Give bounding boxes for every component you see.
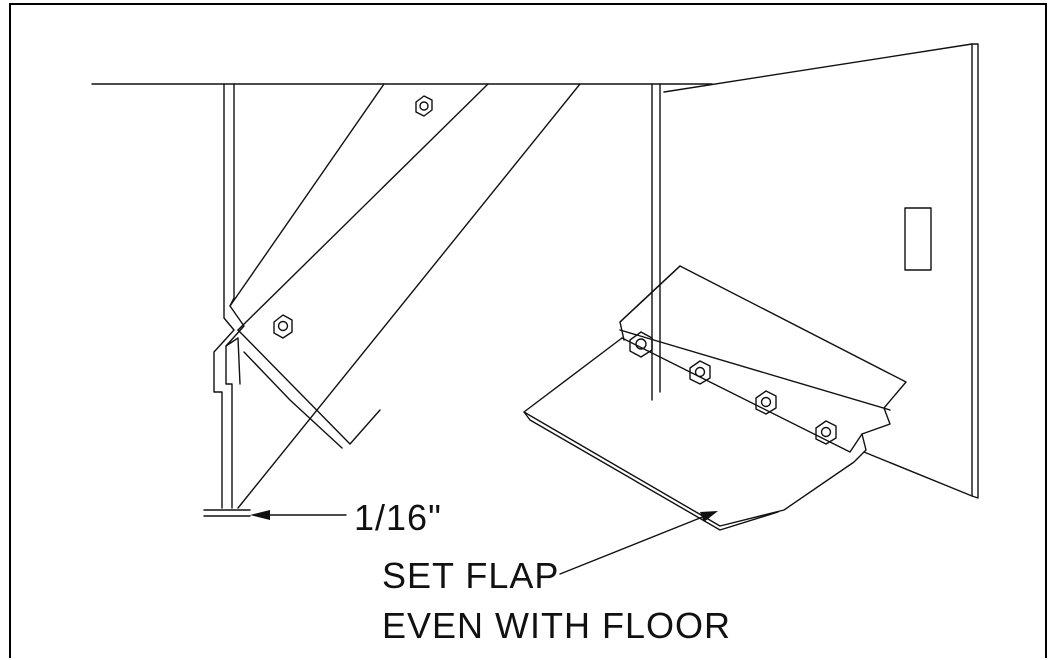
diagonal-strut xyxy=(229,83,581,509)
hex-bolt-icon xyxy=(273,314,293,339)
door-panel xyxy=(663,43,979,499)
hex-bolt-icon xyxy=(415,95,433,117)
floor-flap xyxy=(523,265,907,531)
flap-leader-arrow xyxy=(559,511,718,575)
right-post xyxy=(651,83,661,401)
hex-bolt-icon xyxy=(755,390,777,415)
hex-bolt-icon xyxy=(629,331,653,358)
dimension-label: 1/16" xyxy=(354,497,442,538)
hex-bolt-icon xyxy=(689,360,711,385)
instruction-line-2: EVEN WITH FLOOR xyxy=(382,605,731,646)
instruction-line-1: SET FLAP xyxy=(382,555,559,596)
left-jamb xyxy=(213,83,245,509)
floor-reference xyxy=(203,509,251,517)
drawing-frame xyxy=(9,3,1047,658)
dimension-arrow xyxy=(250,510,347,520)
door-slot xyxy=(904,207,932,271)
hex-bolt-icon xyxy=(815,420,837,445)
